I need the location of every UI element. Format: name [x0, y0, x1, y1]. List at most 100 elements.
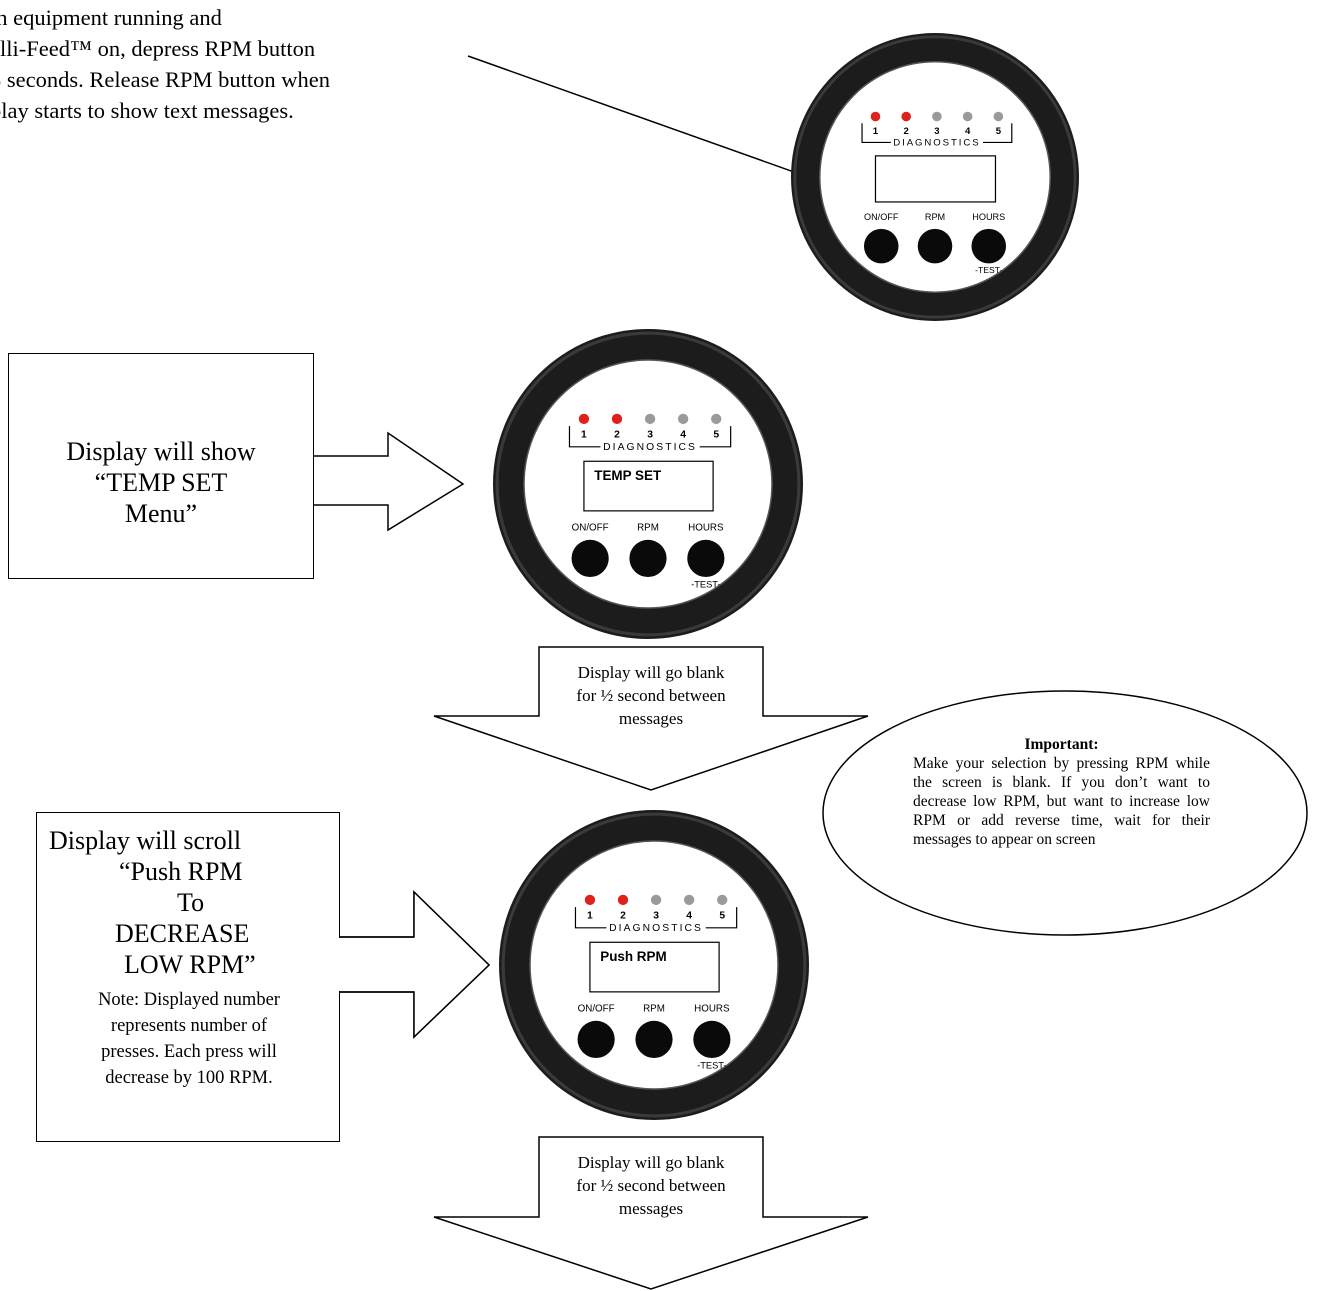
step2-line: DECREASE — [115, 919, 250, 948]
button-label: HOURS — [972, 212, 1005, 222]
intro-line: elli-Feed™ on, depress RPM button — [0, 36, 316, 61]
blank-note-line: Display will go blank — [577, 1153, 725, 1172]
led-number: 1 — [587, 911, 593, 922]
blank-note-line: messages — [618, 1199, 684, 1218]
diagnostics-bracket-right — [699, 426, 732, 448]
bezel-texture — [501, 812, 807, 1118]
device-button — [687, 539, 725, 578]
device-button — [571, 539, 609, 578]
step2-line: To — [177, 888, 205, 917]
led-number: 4 — [680, 430, 686, 441]
button-label: HOURS — [694, 1004, 730, 1015]
blank-note-line: for ½ second between — [576, 686, 726, 705]
led-number: 1 — [873, 126, 879, 137]
diagnostics-bracket-left — [861, 123, 891, 144]
button-label: HOURS — [688, 523, 724, 534]
device-button — [629, 539, 667, 578]
test-label: -TEST- — [691, 579, 720, 589]
step1-line: Display will show — [66, 437, 256, 466]
intro-line: 3 seconds. Release RPM button when — [0, 67, 330, 92]
device-button — [577, 1020, 615, 1058]
led-on — [870, 111, 881, 122]
button-label: RPM — [925, 212, 945, 222]
led-off — [650, 894, 662, 906]
step1-callout-box: Display will show “TEMP SET Menu” — [8, 353, 314, 579]
led-off — [711, 413, 722, 425]
button-label: RPM — [637, 523, 659, 534]
step2-line: LOW RPM” — [124, 950, 256, 979]
led-on — [617, 894, 629, 906]
led-off — [932, 111, 942, 122]
intro-line: th equipment running and — [0, 5, 222, 30]
led-number: 2 — [904, 126, 909, 137]
test-label: -TEST- — [975, 265, 1002, 275]
led-off — [993, 111, 1004, 122]
step1-line: “TEMP SET — [94, 468, 228, 497]
led-number: 2 — [620, 911, 626, 922]
test-label: -TEST- — [697, 1060, 726, 1070]
intro-line: play starts to show text messages. — [0, 98, 294, 123]
step2-note-line: presses. Each press will — [101, 1042, 277, 1062]
device-button — [635, 1020, 673, 1058]
led-number: 1 — [581, 430, 587, 441]
led-off — [683, 894, 695, 906]
led-number: 2 — [614, 430, 620, 441]
device-button — [971, 228, 1007, 264]
display-screen — [874, 155, 997, 203]
bezel-texture — [793, 35, 1077, 319]
led-off — [962, 111, 973, 122]
led-number: 5 — [713, 430, 719, 441]
step2-note-line: Note: Displayed number — [98, 990, 280, 1010]
led-off — [677, 413, 689, 425]
device-button — [693, 1020, 731, 1058]
important-heading: Important: — [1024, 736, 1099, 753]
blank-note-1: Display will go blank for ½ second betwe… — [539, 661, 763, 730]
led-number: 3 — [934, 126, 939, 137]
diagnostics-bracket-left — [574, 907, 607, 929]
led-on — [578, 413, 590, 425]
step1-line: Menu” — [124, 499, 198, 528]
led-off — [644, 413, 656, 425]
diagnostics-bracket-right — [983, 123, 1013, 144]
button-label: ON/OFF — [864, 212, 899, 222]
display-screen — [583, 460, 714, 512]
led-on — [901, 111, 911, 122]
intro-text: th equipment running and elli-Feed™ on, … — [0, 2, 560, 126]
led-on — [584, 894, 596, 906]
important-text: Make your selection by pressing RPM whil… — [913, 755, 1210, 848]
blank-note-line: for ½ second between — [576, 1176, 726, 1195]
diagnostics-bracket-left — [568, 426, 601, 448]
important-callout: Important: Make your selection by pressi… — [913, 735, 1210, 903]
diagnostics-label: DIAGNOSTICS — [893, 137, 980, 148]
led-number: 5 — [719, 911, 725, 922]
led-number: 5 — [996, 126, 1002, 137]
blank-note-2: Display will go blank for ½ second betwe… — [539, 1151, 763, 1220]
step2-line: “Push RPM — [119, 857, 243, 886]
blank-note-line: messages — [618, 709, 684, 728]
device-button — [917, 228, 953, 264]
led-off — [717, 894, 728, 906]
diagnostics-label: DIAGNOSTICS — [609, 923, 703, 934]
diagnostics-label: DIAGNOSTICS — [603, 442, 697, 453]
led-number: 3 — [647, 430, 653, 441]
led-number: 4 — [686, 911, 692, 922]
device-button — [863, 228, 899, 264]
display-screen — [589, 941, 720, 993]
button-label: ON/OFF — [572, 523, 609, 534]
step2-note-line: decrease by 100 RPM. — [105, 1068, 273, 1088]
step2-note-line: represents number of — [110, 1016, 268, 1036]
led-number: 3 — [653, 911, 659, 922]
led-number: 4 — [965, 126, 971, 137]
step2-callout-box: Display will scroll “Push RPM To DECREAS… — [36, 812, 340, 1142]
step2-line: Display will scroll — [49, 826, 242, 855]
bezel-texture — [495, 331, 801, 637]
blank-note-line: Display will go blank — [577, 663, 725, 682]
